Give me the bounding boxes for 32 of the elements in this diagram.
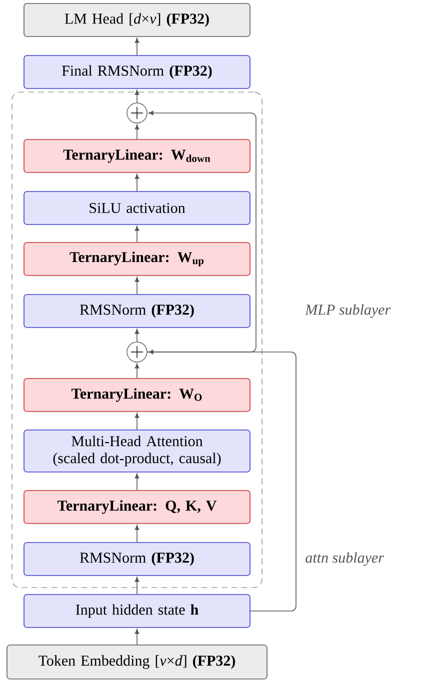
arrow bbox=[134, 363, 140, 378]
arrow bbox=[134, 525, 140, 542]
embedding-box: Token Embedding [v×d] (FP32) bbox=[6, 644, 268, 680]
sublayer-label: MLP sublayer bbox=[305, 304, 391, 318]
linear-box: TernaryLinear: W$_{down}$ bbox=[24, 139, 250, 173]
linear-box: TernaryLinear: W$_{up}$ bbox=[24, 242, 250, 276]
activation-box: SiLU activation bbox=[24, 191, 250, 225]
arrow bbox=[134, 124, 140, 140]
arrow bbox=[134, 90, 140, 104]
linear-box: TernaryLinear: W$_{O}$ bbox=[24, 378, 250, 412]
attention-box: Multi-Head Attention (scaled dot-product, causal) bbox=[24, 430, 250, 472]
input-box: Input hidden state h bbox=[24, 594, 250, 628]
arrow bbox=[134, 174, 140, 192]
arrow bbox=[134, 277, 140, 294]
sublayer-label: attn sublayer bbox=[306, 552, 384, 566]
sublayer-frame bbox=[12, 92, 262, 588]
arrow bbox=[134, 413, 140, 430]
arrow bbox=[134, 226, 140, 242]
arrow bbox=[134, 329, 140, 342]
arrow bbox=[148, 350, 296, 612]
add-circle bbox=[126, 102, 148, 124]
norm-box: RMSNorm (FP32) bbox=[24, 542, 250, 576]
norm-box: Final RMSNorm (FP32) bbox=[24, 55, 250, 89]
arrow bbox=[134, 629, 140, 645]
output-box: LM Head [d×v] (FP32) bbox=[24, 3, 250, 37]
linear-box: TernaryLinear: Q, K, V bbox=[24, 490, 250, 524]
add-circle bbox=[126, 342, 148, 362]
arrow bbox=[146, 110, 256, 352]
arrow bbox=[134, 474, 140, 490]
arrow bbox=[134, 577, 140, 594]
norm-box: RMSNorm (FP32) bbox=[24, 294, 250, 328]
arrow bbox=[134, 38, 140, 56]
